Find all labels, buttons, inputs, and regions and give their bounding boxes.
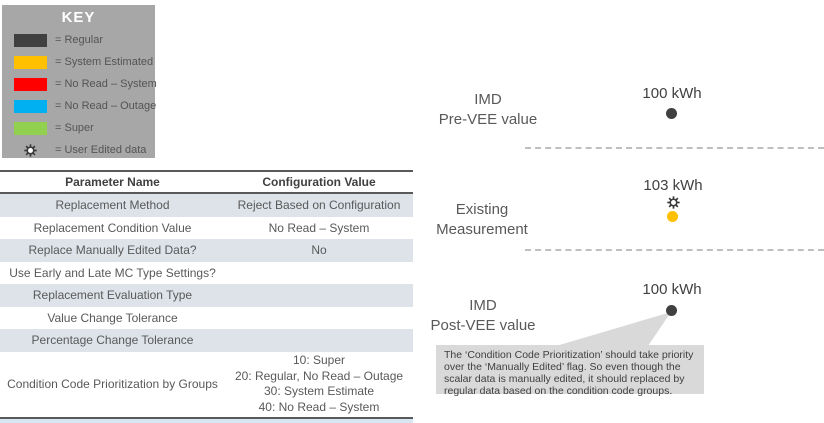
legend-label: = System Estimated <box>55 56 154 68</box>
table-row: Replacement Method Reject Based on Confi… <box>0 194 413 217</box>
existing-measurement-label: Existing Measurement <box>412 200 552 240</box>
key-title: KEY <box>61 9 96 26</box>
legend-label: = Regular <box>55 34 104 46</box>
value-line: 40: No Read – System <box>258 399 380 414</box>
regular-swatch <box>14 33 47 47</box>
table-row: Percentage Change Tolerance <box>0 329 413 352</box>
legend-label: = No Read – System <box>55 78 157 90</box>
param-cell: Percentage Change Tolerance <box>31 333 194 348</box>
table-row: Value Change Tolerance <box>0 307 413 330</box>
post-vee-label: IMD Post-VEE value <box>413 296 553 336</box>
label-line: Measurement <box>436 221 528 238</box>
column-header-parameter-name: Parameter Name <box>65 175 160 189</box>
value-cell: No <box>311 243 327 258</box>
legend-item-super: = Super <box>2 117 155 139</box>
post-vee-value: 100 kWh <box>642 281 702 298</box>
legend-label: = No Read – Outage <box>55 100 157 112</box>
label-line: IMD <box>469 297 497 314</box>
system-estimated-swatch <box>14 55 47 69</box>
no-read-outage-swatch <box>14 99 47 113</box>
existing-measurement-value: 103 kWh <box>643 177 703 194</box>
label-line: Existing <box>455 201 509 218</box>
label-line: Pre-VEE value <box>438 111 538 128</box>
config-table: Parameter Name Configuration Value Repla… <box>0 170 413 423</box>
divider-dashed-line <box>525 147 824 149</box>
divider-dashed-line <box>525 249 824 251</box>
callout-note: The ‘Condition Code Prioritization’ shou… <box>436 345 704 397</box>
value-cell: Reject Based on Configuration <box>237 198 401 213</box>
table-row: Replacement Condition Value No Read – Sy… <box>0 217 413 240</box>
table-row: Use Early and Late MC Type Settings? <box>0 262 413 285</box>
legend-label: = User Edited data <box>55 144 147 156</box>
legend-item-no-read-outage: = No Read – Outage <box>2 95 157 117</box>
param-cell: Replacement Evaluation Type <box>32 288 193 303</box>
value-cell: No Read – System <box>268 220 370 235</box>
value-line: 20: Regular, No Read – Outage <box>234 368 404 383</box>
param-cell: Condition Code Prioritization by Groups <box>7 377 218 391</box>
param-cell: Use Early and Late MC Type Settings? <box>9 265 216 280</box>
param-cell: Replace Manually Edited Data? <box>28 243 197 258</box>
value-line: 10: Super <box>292 353 346 367</box>
table-row: Replacement Evaluation Type <box>0 284 413 307</box>
existing-measurement-data-point <box>667 211 678 222</box>
column-header-configuration-value: Configuration Value <box>262 175 376 189</box>
param-cell: Value Change Tolerance <box>47 310 178 325</box>
table-header-row: Parameter Name Configuration Value <box>0 170 413 194</box>
table-row: Condition Code Prioritization by Groups … <box>0 352 413 417</box>
gear-icon <box>14 143 47 157</box>
value-line: 30: System Estimate <box>263 384 375 398</box>
pre-vee-label: IMD Pre-VEE value <box>418 90 558 130</box>
label-line: Post-VEE value <box>430 317 536 334</box>
key-legend: KEY = Regular = System Estimated = No Re… <box>2 5 157 161</box>
post-vee-data-point <box>666 305 677 316</box>
legend-item-system-estimated: = System Estimated <box>2 51 155 73</box>
legend-label: = Super <box>55 122 94 134</box>
param-cell: Replacement Method <box>55 198 170 213</box>
legend-item-regular: = Regular <box>2 29 155 51</box>
super-swatch <box>14 121 47 135</box>
pre-vee-value: 100 kWh <box>642 85 702 102</box>
table-bottom-strip <box>0 416 413 423</box>
user-edited-gear-icon <box>667 196 680 214</box>
label-line: IMD <box>474 91 502 108</box>
legend-item-no-read-system: = No Read – System <box>2 73 157 95</box>
param-cell: Replacement Condition Value <box>33 220 192 235</box>
table-row: Replace Manually Edited Data? No <box>0 239 413 262</box>
value-cell: 10: Super 20: Regular, No Read – Outage … <box>225 353 413 415</box>
no-read-system-swatch <box>14 77 47 91</box>
pre-vee-data-point <box>666 108 677 119</box>
legend-item-user-edited: = User Edited data <box>2 139 155 161</box>
